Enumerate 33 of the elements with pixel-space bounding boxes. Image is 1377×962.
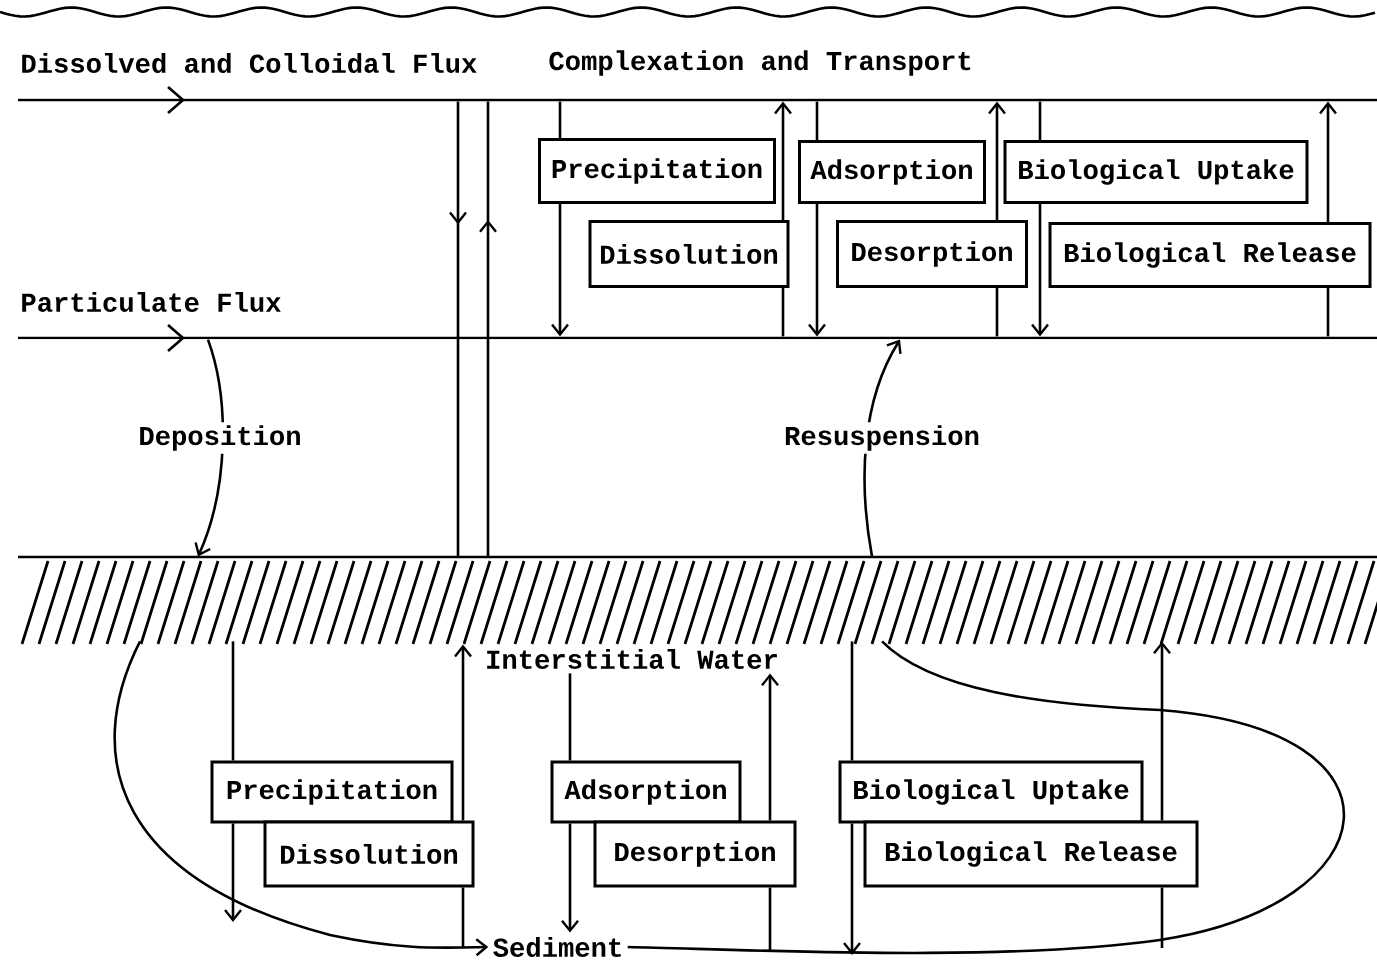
arrow bbox=[551, 204, 569, 337]
arrow bbox=[454, 644, 472, 821]
arrow bbox=[988, 101, 1006, 220]
process-box: Biological Release bbox=[863, 820, 1199, 888]
arrow bbox=[1319, 101, 1337, 222]
process-box: Adsorption bbox=[798, 140, 986, 204]
arrow bbox=[194, 339, 225, 557]
process-box: Dissolution bbox=[588, 220, 790, 288]
process-box: Biological Uptake bbox=[1003, 140, 1309, 204]
layer-label: Sediment bbox=[493, 937, 621, 957]
process-box: Desorption bbox=[836, 220, 1028, 288]
arrow bbox=[224, 823, 242, 922]
arrow bbox=[774, 101, 792, 220]
process-box: Precipitation bbox=[538, 138, 776, 204]
arrow bbox=[1031, 204, 1049, 337]
arrow bbox=[1153, 641, 1171, 821]
process-box: Biological Uptake bbox=[838, 760, 1144, 824]
arrow bbox=[113, 640, 489, 957]
edge-label: Deposition bbox=[135, 422, 305, 454]
process-box: Desorption bbox=[593, 820, 797, 888]
flux-label: Complexation and Transport bbox=[549, 50, 971, 76]
arrow bbox=[808, 204, 826, 337]
process-box: Biological Release bbox=[1048, 222, 1372, 288]
arrow bbox=[561, 823, 579, 933]
flux-label: Dissolved and Colloidal Flux bbox=[22, 53, 477, 73]
layer-label: Interstitial Water bbox=[487, 649, 777, 669]
arrow bbox=[761, 673, 779, 821]
process-box: Precipitation bbox=[210, 760, 454, 824]
flux-label: Particulate Flux bbox=[22, 292, 281, 312]
edge-label: Resuspension bbox=[781, 422, 983, 454]
process-box: Dissolution bbox=[263, 820, 475, 888]
sediment-hatching bbox=[18, 555, 1377, 646]
process-box: Adsorption bbox=[550, 760, 742, 824]
